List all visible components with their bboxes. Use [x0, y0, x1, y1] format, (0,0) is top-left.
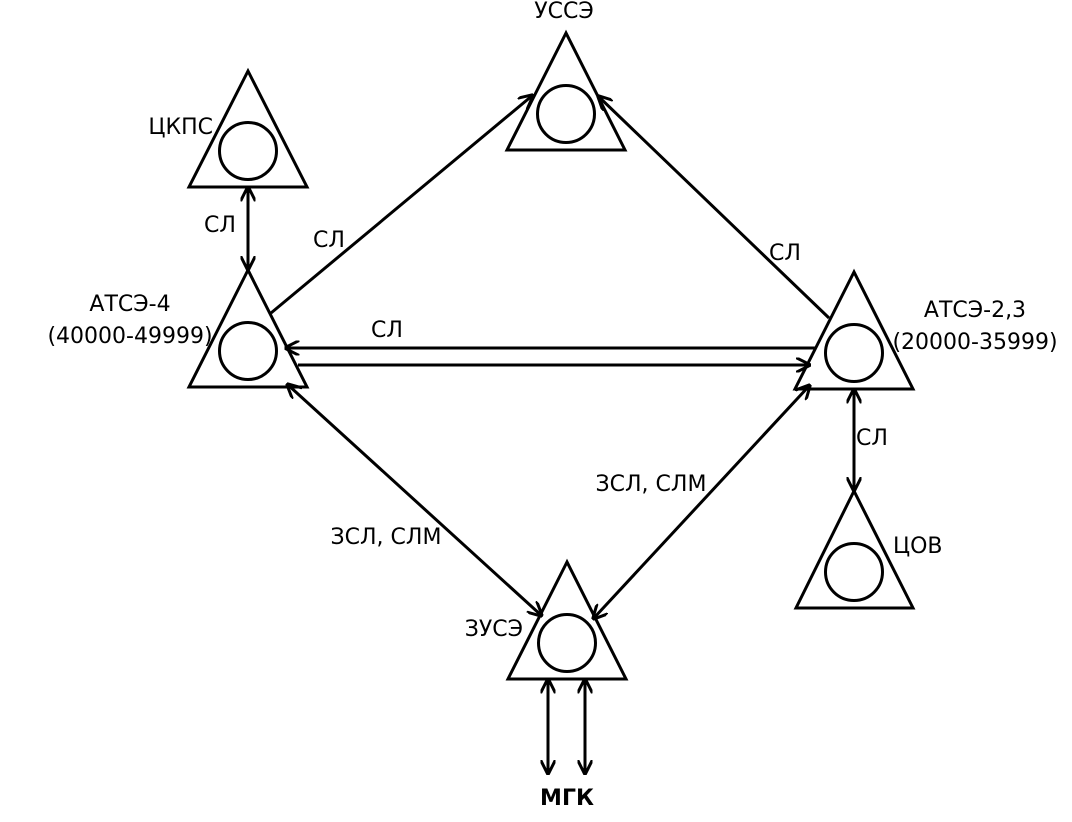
- link-label-atse4-zuse: ЗСЛ, СЛМ: [331, 525, 442, 550]
- ussa-circle: [536, 84, 596, 144]
- node-range-atse23: (20000-35999): [892, 330, 1057, 355]
- node-atse4: [186, 266, 310, 389]
- link-label-atse23-cov: СЛ: [856, 426, 888, 451]
- node-label-cov: ЦОВ: [893, 534, 943, 559]
- node-label-atse23: АТСЭ-2,3: [924, 298, 1026, 323]
- node-label-atse4: АТСЭ-4: [89, 292, 170, 317]
- link-atse23-zuse: [593, 385, 810, 619]
- ussa-triangle: [504, 29, 628, 152]
- link-atse4-ussa: [270, 95, 533, 315]
- external-label-mgk: МГК: [540, 786, 594, 811]
- node-label-ckps: ЦКПС: [148, 115, 213, 140]
- cov-triangle: [793, 487, 916, 610]
- node-ussa: [504, 29, 628, 152]
- ckps-circle: [218, 121, 278, 181]
- zuse-triangle: [505, 558, 629, 681]
- node-zuse: [505, 558, 629, 681]
- node-label-zuse: ЗУСЭ: [465, 617, 523, 642]
- link-atse23-ussa: [598, 96, 831, 320]
- link-label-atse4-ussa: СЛ: [313, 228, 345, 253]
- node-range-atse4: (40000-49999): [47, 324, 212, 349]
- atse4-triangle: [186, 266, 310, 389]
- link-label-atse23-ussa: СЛ: [769, 241, 801, 266]
- link-label-atse23-zuse: ЗСЛ, СЛМ: [596, 472, 707, 497]
- atse4-circle: [218, 321, 278, 381]
- node-cov: [793, 487, 916, 610]
- cov-circle: [824, 542, 884, 602]
- node-label-ussa: УССЭ: [534, 0, 594, 24]
- link-label-atse4-atse23: СЛ: [371, 318, 403, 343]
- link-atse4-zuse: [287, 384, 542, 616]
- atse23-circle: [824, 323, 884, 383]
- zuse-circle: [537, 613, 597, 673]
- link-label-ckps-atse4: СЛ: [204, 213, 236, 238]
